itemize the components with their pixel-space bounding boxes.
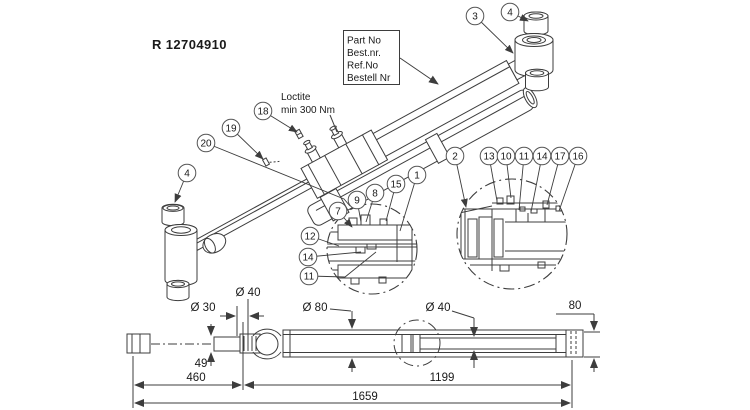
callout-number: 4 [507, 8, 513, 19]
part-label-line: Ref.No [347, 61, 379, 72]
callout-13: 13 [479, 146, 499, 202]
dimension-label-49: 49 [195, 358, 208, 370]
dimension-drawing [126, 299, 600, 408]
dimension-label-1659: 1659 [352, 391, 378, 403]
dimension-label-Ø-40: Ø 40 [426, 302, 451, 314]
callout-number: 7 [335, 207, 341, 218]
callout-9: 9 [347, 190, 367, 223]
callout-number: 17 [554, 152, 566, 163]
part-label-box: Part No Best.nr. Ref.No Bestell Nr [343, 30, 439, 85]
callout-8: 8 [365, 183, 385, 223]
callout-7: 7 [328, 201, 353, 228]
callout-number: 12 [304, 232, 316, 243]
callout-number: 11 [519, 152, 530, 163]
callout-number: 16 [572, 152, 584, 163]
detail-view-piston [456, 178, 568, 290]
callout-number: 8 [372, 189, 378, 200]
part-label-line: Bestell Nr [347, 73, 391, 84]
mounting-clamp [300, 125, 389, 199]
callout-20: 20 [196, 133, 351, 207]
dimension-label-Ø-30: Ø 30 [191, 302, 216, 314]
callout-15: 15 [385, 174, 406, 222]
callout-2: 2 [445, 146, 468, 208]
callout-1: 1 [399, 165, 427, 232]
part-label-line: Part No [347, 36, 381, 47]
callout-16: 16 [558, 146, 588, 212]
dimension-lines [132, 299, 600, 408]
callout-3: 3 [465, 6, 514, 54]
callout-14: 14 [530, 146, 552, 213]
piston-rod [192, 177, 315, 254]
callout-number: 15 [390, 180, 402, 191]
callout-number: 14 [536, 152, 548, 163]
callout-4: 4 [174, 163, 197, 203]
main-assembly [161, 11, 554, 302]
drawing-number: R 12704910 [152, 37, 227, 52]
callout-number: 11 [304, 272, 315, 283]
dimension-label-80: 80 [569, 300, 582, 312]
callout-17: 17 [546, 146, 570, 206]
callout-number: 18 [257, 107, 269, 118]
callout-number: 14 [302, 253, 314, 264]
dimension-label-Ø-80: Ø 80 [303, 302, 328, 314]
torque-note-line: Loctite [281, 92, 311, 103]
left-eye-mount [161, 203, 198, 302]
callout-12: 12 [300, 226, 340, 247]
callout-19: 19 [221, 118, 264, 160]
callout-number: 4 [184, 169, 190, 180]
torque-note-line: min 300 Nm [281, 105, 335, 116]
callout-10: 10 [496, 146, 516, 199]
callout-18: 18 [253, 101, 298, 133]
detail-view-gland [326, 203, 418, 295]
callout-14: 14 [298, 247, 362, 267]
screw-item-18 [294, 128, 304, 140]
callout-number: 10 [500, 152, 512, 163]
screw-item-19 [261, 157, 280, 167]
torque-note: Loctite min 300 Nm [281, 92, 338, 133]
part-label-line: Best.nr. [347, 48, 381, 59]
callout-number: 1 [414, 171, 420, 182]
callout-11: 11 [514, 146, 534, 211]
callout-number: 20 [200, 139, 212, 150]
right-eye-mount [514, 11, 554, 92]
callout-number: 9 [354, 196, 360, 207]
callout-number: 2 [452, 152, 458, 163]
dimension-label-Ø-40: Ø 40 [236, 287, 261, 299]
dimension-label-460: 460 [186, 372, 205, 384]
callout-number: 19 [225, 124, 237, 135]
dimension-label-1199: 1199 [430, 372, 455, 384]
callout-number: 13 [483, 152, 495, 163]
callout-number: 3 [472, 12, 478, 23]
callout-11: 11 [299, 251, 377, 286]
dimensions-layer: Ø 30 Ø 40 Ø 80 Ø 40 80 49 460 1199 1659 [186, 287, 581, 403]
callout-4: 4 [500, 2, 529, 22]
